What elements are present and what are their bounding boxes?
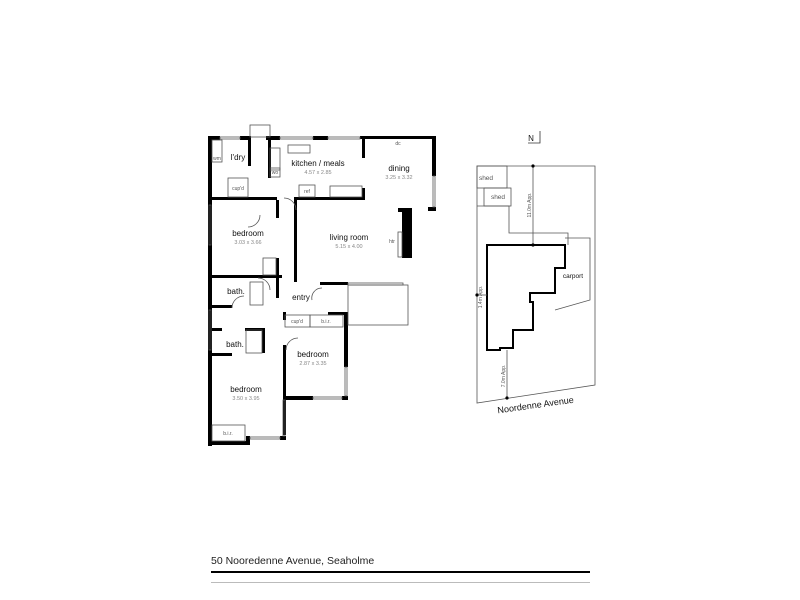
carport-label: carport [563,273,583,280]
room-label-kitchen: kitchen / meals [291,159,344,168]
shed-label-2: shed [491,194,505,201]
room-dims-living: 5.15 x 4.00 [335,244,362,250]
room-label-bedroom-2: bedroom [297,350,329,359]
north-arrow-icon [528,131,541,144]
room-label-laundry: l'dry [231,153,245,162]
fixture-dc: dc [395,141,401,147]
room-dims-bedroom-2: 2.87 x 3.35 [299,361,326,367]
room-label-living: living room [330,233,369,242]
fixture-wm: wm [213,156,221,162]
room-label-bedroom-3: bedroom [230,385,262,394]
room-label-bath-2: bath. [226,340,244,349]
fixture-cupd-1: cup'd [232,186,244,192]
room-dims-kitchen: 4.57 x 2.85 [304,170,331,176]
dimension-rear: 11.0m App. [527,193,533,218]
room-dims-dining: 3.25 x 3.32 [385,175,412,181]
property-address: 50 Nooredenne Avenue, Seaholme [211,555,375,567]
fixture-cupd-2: cup'd [291,319,303,325]
room-label-bedroom-1: bedroom [232,229,264,238]
room-label-bath-1: bath. [227,287,245,296]
room-label-entry: entry [292,293,310,302]
shed-label-1: shed [479,175,493,182]
fixture-bir-1: b.i.r. [321,319,330,325]
north-label: N [528,134,534,143]
fixture-htr: htr [389,239,395,245]
fixture-wo: wo [272,170,279,176]
room-dims-bedroom-3: 3.50 x 3.95 [232,396,259,402]
room-label-dining: dining [388,164,409,173]
footer-rule-thick [211,571,590,573]
windows-and-fixtures [208,124,436,442]
fixture-bir-2: b.i.r. [223,431,232,437]
footer-rule-thin [211,582,590,583]
fixture-ref: ref [304,189,310,195]
room-dims-bedroom-1: 3.03 x 3.66 [234,240,261,246]
site-plan [475,131,596,404]
dimension-side: 1.4m App. [478,286,484,309]
walls [208,136,436,446]
dimension-front: 7.0m App. [501,365,507,388]
